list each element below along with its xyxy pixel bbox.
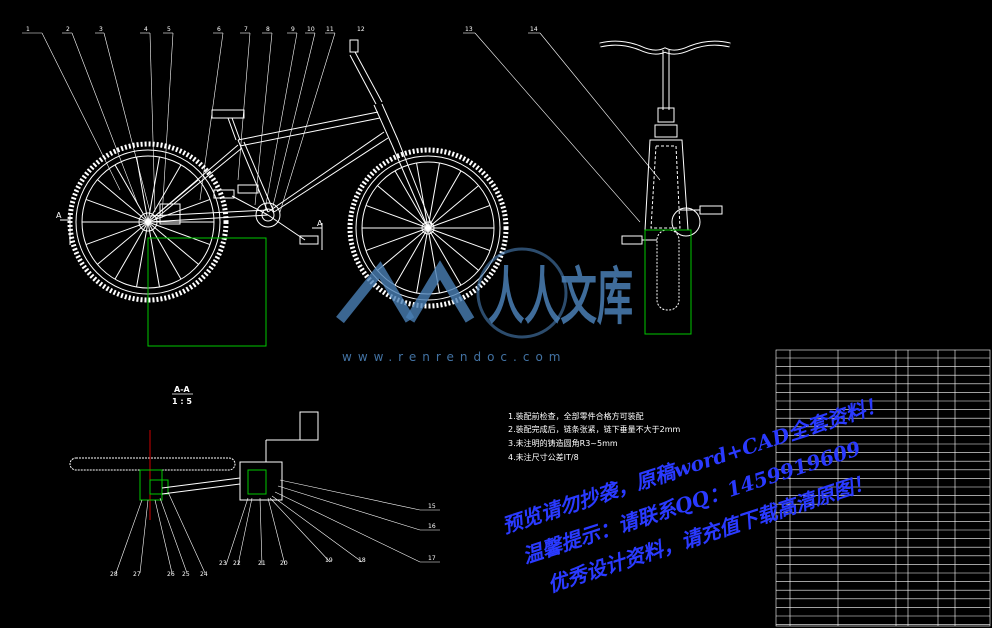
svg-text:27: 27 (133, 571, 141, 578)
spoke (147, 221, 211, 246)
spoke (416, 227, 429, 294)
svg-text:18: 18 (358, 557, 366, 564)
spoke (427, 227, 479, 271)
spoke (427, 162, 440, 229)
svg-text:9: 9 (291, 26, 295, 33)
svg-text:1: 1 (26, 26, 30, 33)
svg-text:15: 15 (428, 503, 436, 510)
svg-text:25: 25 (182, 571, 190, 578)
section-scale: 1 : 5 (172, 397, 192, 406)
svg-text:13: 13 (465, 26, 473, 33)
spoke (394, 227, 429, 286)
section-marker-right: A (317, 219, 323, 228)
spoke (147, 221, 182, 280)
spoke (147, 221, 160, 288)
spoke (377, 227, 429, 271)
svg-text:8: 8 (266, 26, 270, 33)
svg-text:6: 6 (217, 26, 221, 33)
svg-text:28: 28 (110, 571, 118, 578)
bicycle-front-view (599, 40, 731, 335)
spoke (427, 185, 479, 229)
svg-text:10: 10 (307, 26, 315, 33)
watermark-text: 预览请勿抄袭，原稿word+CAD全套资料！ 温馨提示：请联系QQ：145991… (499, 391, 887, 596)
svg-text:2: 2 (66, 26, 70, 33)
bicycle-side-view (60, 39, 509, 347)
spoke (147, 198, 211, 223)
spoke (365, 227, 429, 252)
svg-text:20: 20 (280, 560, 288, 567)
svg-text:22: 22 (233, 560, 241, 567)
svg-text:14: 14 (530, 26, 538, 33)
watermark-logo: 人人文库 www.renrendoc.com (336, 247, 633, 364)
svg-text:17: 17 (428, 555, 436, 562)
spoke (114, 164, 149, 223)
spoke (377, 185, 429, 229)
part-labels-top: 1 2 3 4 5 6 7 8 9 10 11 12 13 14 (26, 26, 538, 33)
spoke (114, 221, 149, 280)
spoke (147, 164, 182, 223)
spoke (427, 227, 462, 286)
svg-text:23: 23 (219, 560, 227, 567)
section-title: A-A (174, 385, 191, 394)
svg-text:7: 7 (244, 26, 248, 33)
technical-notes: 1.装配前检查，全部零件合格方可装配 2.装配完成后，链条张紧，链下垂量不大于2… (508, 411, 681, 462)
svg-text:12: 12 (357, 26, 365, 33)
svg-text:3.未注明的铸造圆角R3~5mm: 3.未注明的铸造圆角R3~5mm (508, 438, 618, 448)
section-aa-view (69, 411, 319, 520)
spoke (427, 227, 491, 252)
spoke (85, 221, 149, 246)
leader-lines-top (22, 32, 661, 223)
svg-text:16: 16 (428, 523, 436, 530)
svg-text:1.装配前检查，全部零件合格方可装配: 1.装配前检查，全部零件合格方可装配 (508, 411, 644, 421)
svg-text:21: 21 (258, 560, 266, 567)
spoke (136, 221, 149, 288)
svg-text:11: 11 (326, 26, 334, 33)
front-wheel (347, 147, 509, 309)
svg-text:26: 26 (167, 571, 175, 578)
spoke (85, 198, 149, 223)
frame (147, 39, 433, 245)
leader-lines-bottom (115, 479, 440, 574)
spoke (147, 221, 199, 265)
spoke (427, 170, 462, 229)
spoke (97, 179, 149, 223)
spoke (427, 204, 491, 229)
section-marker-left: A (56, 211, 62, 220)
spoke (394, 170, 429, 229)
spoke (416, 162, 429, 229)
parts-list-table (775, 349, 991, 627)
spoke (97, 221, 149, 265)
svg-text:3: 3 (99, 26, 103, 33)
svg-text:2.装配完成后，链条张紧，链下垂量不大于2mm: 2.装配完成后，链条张紧，链下垂量不大于2mm (508, 424, 681, 434)
svg-text:5: 5 (167, 26, 171, 33)
watermark-logo-text: 人人文库 (488, 260, 633, 333)
part-labels-bottom: 15 16 17 18 19 20 21 22 23 24 25 26 27 2… (110, 503, 436, 578)
svg-text:4.未注尺寸公差IT/8: 4.未注尺寸公差IT/8 (508, 452, 579, 462)
svg-text:19: 19 (325, 557, 333, 564)
svg-text:4: 4 (144, 26, 148, 33)
svg-text:24: 24 (200, 571, 208, 578)
section-markers (60, 215, 323, 250)
spoke (365, 204, 429, 229)
watermark-url: www.renrendoc.com (342, 350, 566, 364)
